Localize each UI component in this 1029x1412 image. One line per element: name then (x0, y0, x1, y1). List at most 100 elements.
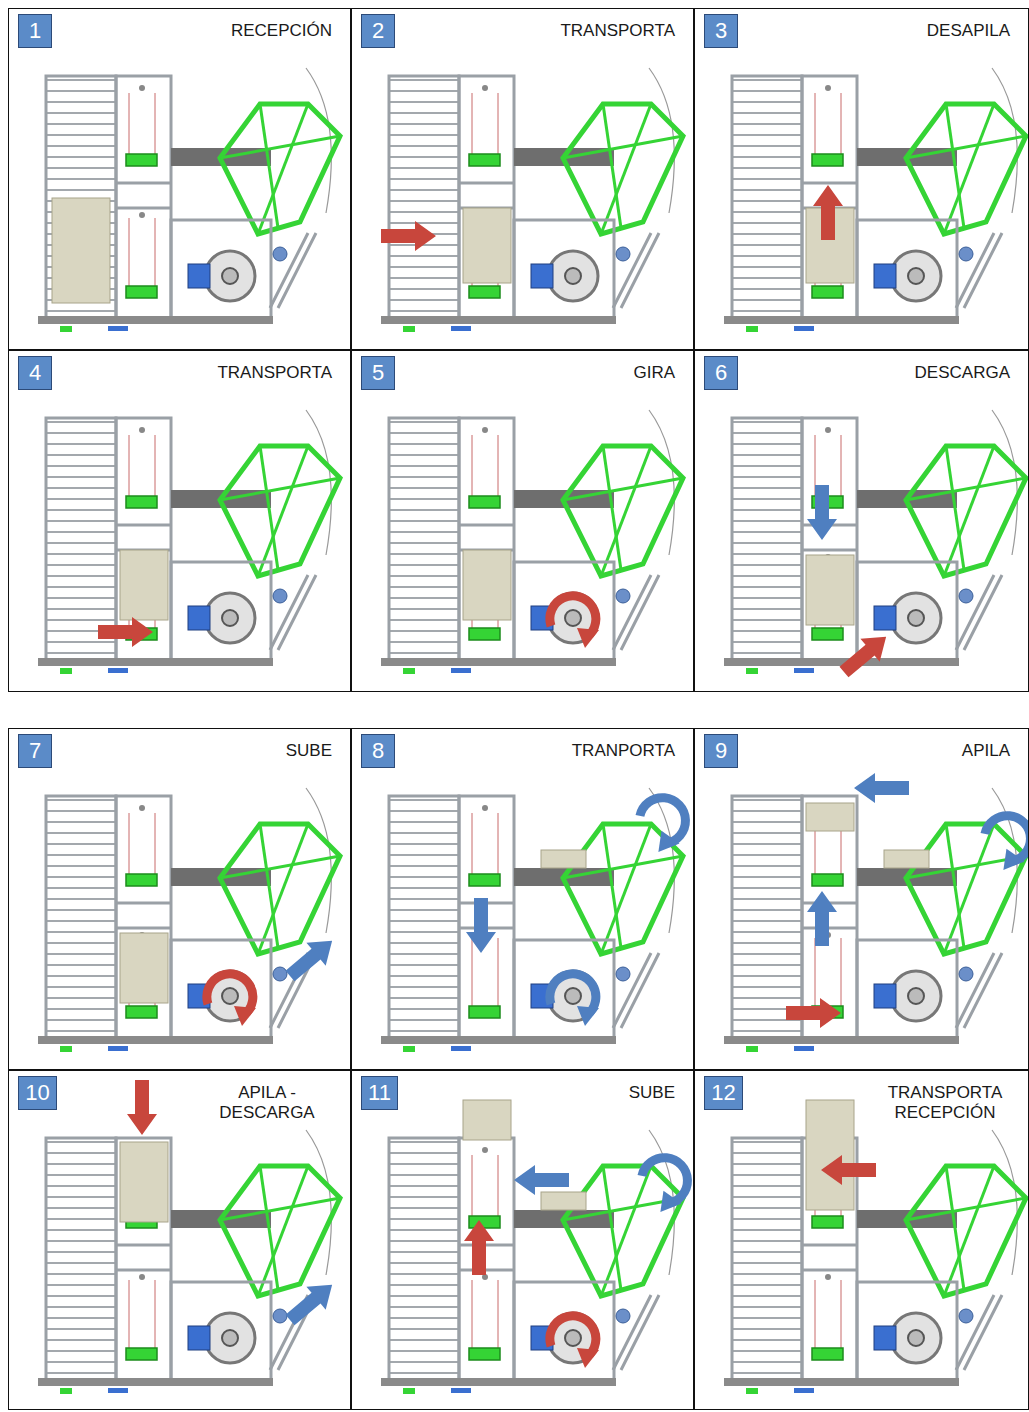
callout-number: 4 (29, 360, 41, 385)
callout-number: 6 (715, 360, 727, 385)
step-panel: TRANSPORTA 2 (351, 8, 694, 350)
step-label: TRANSPORTA (217, 363, 332, 383)
machine (381, 410, 683, 674)
step-label: SUBE (629, 1083, 675, 1103)
crate-stack (806, 555, 854, 625)
step-number: 1 (18, 14, 52, 48)
machine (38, 410, 340, 674)
step-panel: SUBE 7 (8, 728, 351, 1070)
red-arrow (821, 1155, 876, 1185)
callout-number: 12 (711, 1080, 735, 1105)
machine (38, 68, 340, 332)
panel-10-art (38, 1080, 342, 1394)
crate-stack (463, 208, 511, 283)
callout-number: 7 (29, 738, 41, 763)
machine (724, 68, 1026, 332)
blue-rotation-arrow (973, 807, 1029, 877)
machine (381, 68, 683, 332)
step-number: 3 (704, 14, 738, 48)
step-number: 11 (361, 1076, 398, 1110)
step-number: 2 (361, 14, 395, 48)
step-number: 8 (361, 734, 395, 768)
step-number: 5 (361, 356, 395, 390)
red-rotation-arrow (550, 1316, 599, 1368)
blue-rotation-arrow (550, 974, 599, 1026)
step-label: DESAPILA (927, 21, 1010, 41)
callout-number: 8 (372, 738, 384, 763)
step-number: 12 (704, 1076, 743, 1110)
red-arrow (813, 185, 843, 240)
callout-number: 5 (372, 360, 384, 385)
crate-stack (806, 803, 854, 831)
step-label: GIRA (633, 363, 675, 383)
step-number: 7 (18, 734, 52, 768)
step-panel: TRANSPORTA 4 (8, 350, 351, 692)
red-arrow (381, 221, 436, 251)
red-rotation-arrow (550, 596, 599, 648)
crate (541, 850, 586, 868)
panel-12-art (724, 1100, 1026, 1394)
callout-number: 9 (715, 738, 727, 763)
machine (724, 410, 1026, 674)
panel-3-art (724, 68, 1026, 332)
step-panel: TRANPORTA 8 (351, 728, 694, 1070)
callout-number: 3 (715, 18, 727, 43)
step-label: SUBE (286, 741, 332, 761)
red-arrow (786, 998, 841, 1028)
crate-stack (52, 198, 110, 303)
step-panel: APILA - DESCARGA 10 (8, 1070, 351, 1410)
step-label: TRANSPORTA (560, 21, 675, 41)
crate-stack (120, 933, 168, 1003)
step-label: APILA - DESCARGA (202, 1083, 332, 1123)
step-label: TRANSPORTA RECEPCIÓN (880, 1083, 1010, 1123)
machine (38, 788, 340, 1052)
panel-1-art (38, 68, 340, 332)
step-panel: GIRA 5 (351, 350, 694, 692)
step-panel: DESAPILA 3 (694, 8, 1029, 350)
crate-stack (806, 1100, 854, 1210)
red-rotation-arrow (207, 974, 256, 1026)
panel-4-art (38, 410, 340, 674)
panel-11-art (381, 1100, 699, 1394)
crate-stack (463, 1100, 511, 1140)
panel-7-art (38, 788, 342, 1052)
panel-2-art (381, 68, 683, 332)
step-number: 4 (18, 356, 52, 390)
blue-arrow (280, 1273, 341, 1331)
machine (381, 1130, 683, 1394)
blue-rotation-arrow (628, 789, 697, 859)
crate (541, 1192, 586, 1210)
machine (724, 788, 1026, 1052)
step-panel: DESCARGA6 (694, 350, 1029, 692)
red-arrow (834, 625, 895, 683)
blue-arrow (280, 929, 341, 987)
step-panel: SUBE 11 (351, 1070, 694, 1410)
callout-number: 1 (29, 18, 41, 43)
panel-8-art (381, 788, 697, 1052)
crate-stack (463, 550, 511, 620)
panel-9-art (724, 773, 1029, 1052)
blue-arrow (807, 891, 837, 946)
step-label: TRANPORTA (572, 741, 675, 761)
step-number: 10 (18, 1076, 57, 1110)
step-panel: RECEPCIÓN 1 (8, 8, 351, 350)
blue-arrow (514, 1165, 569, 1195)
crate-stack (120, 550, 168, 620)
panel-6-art (724, 410, 1026, 683)
step-label: RECEPCIÓN (231, 21, 332, 41)
red-arrow (127, 1080, 157, 1135)
machine (381, 788, 683, 1052)
step-number: 6 (704, 356, 738, 390)
red-arrow (464, 1220, 494, 1275)
crate (884, 850, 929, 868)
callout-number: 2 (372, 18, 384, 43)
machine (724, 1130, 1026, 1394)
machine (38, 1130, 340, 1394)
panel-5-art (381, 410, 683, 674)
blue-arrow (807, 485, 837, 540)
step-label: APILA (962, 741, 1010, 761)
blue-arrow (854, 773, 909, 803)
step-number: 9 (704, 734, 738, 768)
blue-arrow (466, 898, 496, 953)
